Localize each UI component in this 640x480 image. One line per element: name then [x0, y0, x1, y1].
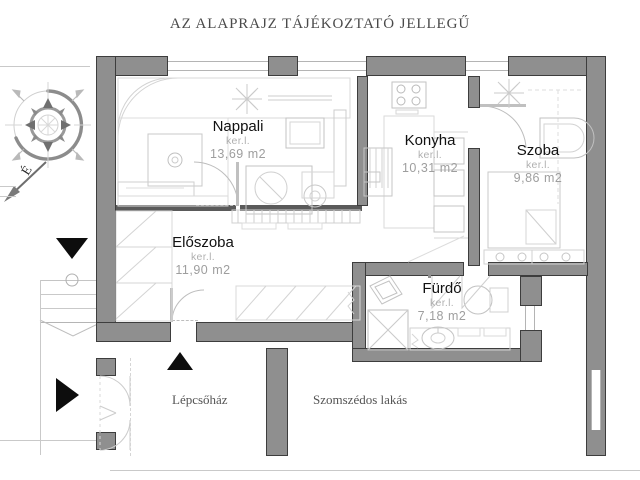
nappali-furniture	[117, 77, 351, 215]
wall-furdo-top-left	[352, 262, 464, 276]
window-top-3	[466, 61, 508, 71]
site-line	[0, 196, 16, 197]
compass-rose: É	[4, 82, 91, 202]
room-name-konyha: Konyha	[404, 132, 456, 149]
wall-nappali-konyha	[357, 76, 368, 206]
room-label-furdo: Fürdő ker.l. 7,18 m2	[372, 280, 512, 323]
direction-marker-up	[167, 352, 193, 370]
wall-bottom-hall	[196, 322, 356, 342]
room-ker-nappali: ker.l.	[226, 135, 250, 147]
room-area-eloszoba: 11,90 m2	[175, 263, 231, 277]
direction-marker-right	[56, 378, 79, 412]
eloszoba-closet-run	[235, 285, 361, 321]
wall-top-mid	[366, 56, 466, 76]
double-entry-doors	[99, 375, 131, 451]
label-stairwell: Lépcsőház	[172, 392, 228, 407]
room-label-konyha: Konyha ker.l. 10,31 m2	[360, 132, 500, 175]
site-line	[0, 440, 98, 441]
nappali-door-leaf	[236, 162, 239, 206]
wall-left-outer	[96, 56, 116, 341]
window-top-1	[168, 61, 268, 71]
room-area-furdo: 7,18 m2	[417, 309, 467, 323]
room-label-nappali: Nappali ker.l. 13,69 m2	[168, 118, 308, 161]
room-name-furdo: Fürdő	[422, 280, 462, 297]
entry-door-arc	[171, 289, 205, 323]
entry-threshold	[130, 358, 131, 456]
window-right-1	[591, 370, 601, 430]
wall-konyha-szoba	[468, 148, 480, 266]
room-area-szoba: 9,86 m2	[513, 171, 563, 185]
radiator-hatch	[231, 209, 361, 230]
furdo-fixtures	[367, 275, 511, 351]
room-ker-konyha: ker.l.	[418, 149, 442, 161]
wall-konyha-szoba-top	[468, 76, 480, 108]
wall-right-outer	[586, 56, 606, 456]
nappali-door-dash	[196, 205, 238, 206]
wall-nappali-hall-2	[240, 205, 362, 211]
site-line	[0, 66, 90, 67]
stair-newel-icon	[65, 273, 79, 287]
wall-nappali-hall	[116, 205, 236, 211]
eloszoba-wardrobe	[115, 210, 173, 322]
furdo-door-arcs	[431, 275, 491, 310]
window-furdo	[525, 306, 535, 330]
stair-chevron	[39, 319, 107, 337]
wall-furdo-top-right	[488, 262, 588, 276]
room-name-nappali: Nappali	[212, 118, 264, 135]
room-ker-eloszoba: ker.l.	[191, 251, 215, 263]
room-label-eloszoba: Előszoba ker.l. 11,90 m2	[133, 234, 273, 277]
wall-stairwell-divider	[266, 348, 288, 456]
direction-marker-down	[56, 238, 88, 259]
szoba-furniture	[483, 79, 595, 265]
room-label-szoba: Szoba ker.l. 9,86 m2	[468, 142, 608, 185]
room-name-szoba: Szoba	[516, 142, 560, 159]
wall-top-pier-1	[268, 56, 298, 76]
wall-furdo-right-pier	[520, 276, 542, 306]
site-line	[110, 470, 640, 471]
room-area-konyha: 10,31 m2	[401, 161, 459, 175]
window-top-2	[298, 61, 366, 71]
page-title: AZ ALAPRAJZ TÁJÉKOZTATÓ JELLEGŰ	[169, 16, 471, 32]
nappali-door-arc	[193, 161, 239, 207]
wall-furdo-bottom-right	[520, 330, 542, 362]
room-name-eloszoba: Előszoba	[172, 234, 234, 251]
konyha-furniture	[363, 81, 468, 263]
room-area-nappali: 13,69 m2	[209, 147, 267, 161]
room-ker-furdo: ker.l.	[430, 297, 454, 309]
szoba-door-leaf	[480, 104, 526, 107]
site-line	[0, 186, 16, 187]
wall-lower-left-1	[96, 358, 116, 376]
wall-bottom-left	[96, 322, 171, 342]
label-neighbour-flat: Szomszédos lakás	[313, 392, 408, 407]
furdo-door-jamb	[428, 264, 431, 278]
room-ker-szoba: ker.l.	[526, 159, 550, 171]
door-swing-dash	[172, 320, 198, 321]
